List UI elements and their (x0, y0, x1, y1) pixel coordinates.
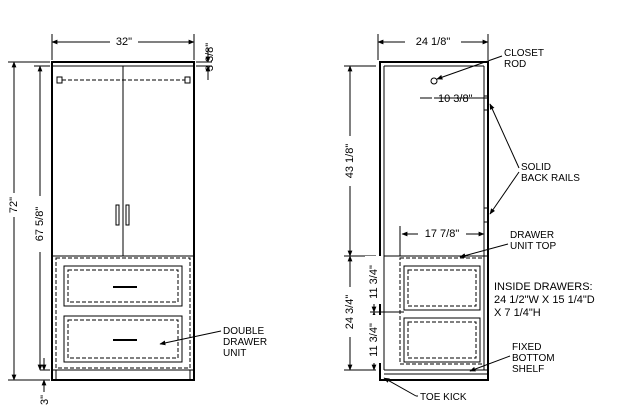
closet-rod-label-2: ROD (504, 59, 526, 70)
rod-offset-dim: 10 3/8" (438, 93, 473, 105)
upper-back-rail (483, 95, 489, 111)
front-toe-kick-dim: 3" (39, 395, 51, 405)
inside-drawers-label-2: 24 1/2"W X 15 1/4"D (494, 294, 595, 306)
front-cabinet-outline (51, 61, 195, 381)
front-width-dim: 32" (116, 36, 132, 48)
right-door-handle (125, 204, 130, 226)
inside-drawers-label-3: X 7 1/4"H (494, 307, 541, 319)
side-cabinet-outline (379, 61, 489, 381)
front-body-height-dim: 67 5/8" (34, 207, 46, 242)
left-door-handle (115, 204, 120, 226)
side-drawer-unit (399, 257, 485, 365)
front-drawer-unit-outline (55, 257, 191, 369)
double-drawer-unit-label-2: DRAWER (223, 337, 267, 348)
toe-kick-label: TOE KICK (420, 392, 467, 403)
inside-drawers-label-1: INSIDE DRAWERS: (494, 281, 593, 293)
upper-drawer-dim: 11 3/4" (368, 265, 380, 299)
drawer-unit-top-label-1: DRAWER (510, 230, 554, 241)
solid-back-rails-label-2: BACK RAILS (521, 173, 580, 184)
lower-back-rail (483, 207, 489, 223)
closet-rod-section (430, 77, 438, 85)
front-overall-height-dim: 72" (8, 197, 20, 213)
fixed-bottom-shelf-label-2: BOTTOM (512, 353, 555, 364)
upper-drawer-front (63, 265, 183, 307)
lower-drawer-dim: 11 3/4" (368, 323, 380, 357)
drawer-unit-height-dim: 24 3/4" (344, 295, 356, 330)
fixed-bottom-shelf-label-1: FIXED (512, 342, 541, 353)
fixed-bottom-shelf-label-3: SHELF (512, 364, 544, 375)
side-depth-dim: 24 1/8" (416, 36, 451, 48)
closet-rod-label-1: CLOSET (504, 48, 544, 59)
drawer-unit-top-label-2: UNIT TOP (510, 241, 556, 252)
side-view: 24 1/8" 10 3/8" 43 1/8" 17 7/8" 24 3/4" … (341, 34, 595, 403)
double-drawer-unit-label-3: UNIT (223, 348, 246, 359)
double-drawer-unit-label-1: DOUBLE (223, 326, 264, 337)
drawer-depth-dim: 17 7/8" (425, 228, 460, 240)
front-top-offset-dim: 3 3/8" (204, 43, 216, 71)
solid-back-rails-label-1: SOLID (521, 162, 551, 173)
rod-height-dim: 43 1/8" (344, 144, 356, 179)
front-view: 32" 3 3/8" 72" 67 5/8" 3" DOUBLE DRAWER … (5, 34, 267, 405)
